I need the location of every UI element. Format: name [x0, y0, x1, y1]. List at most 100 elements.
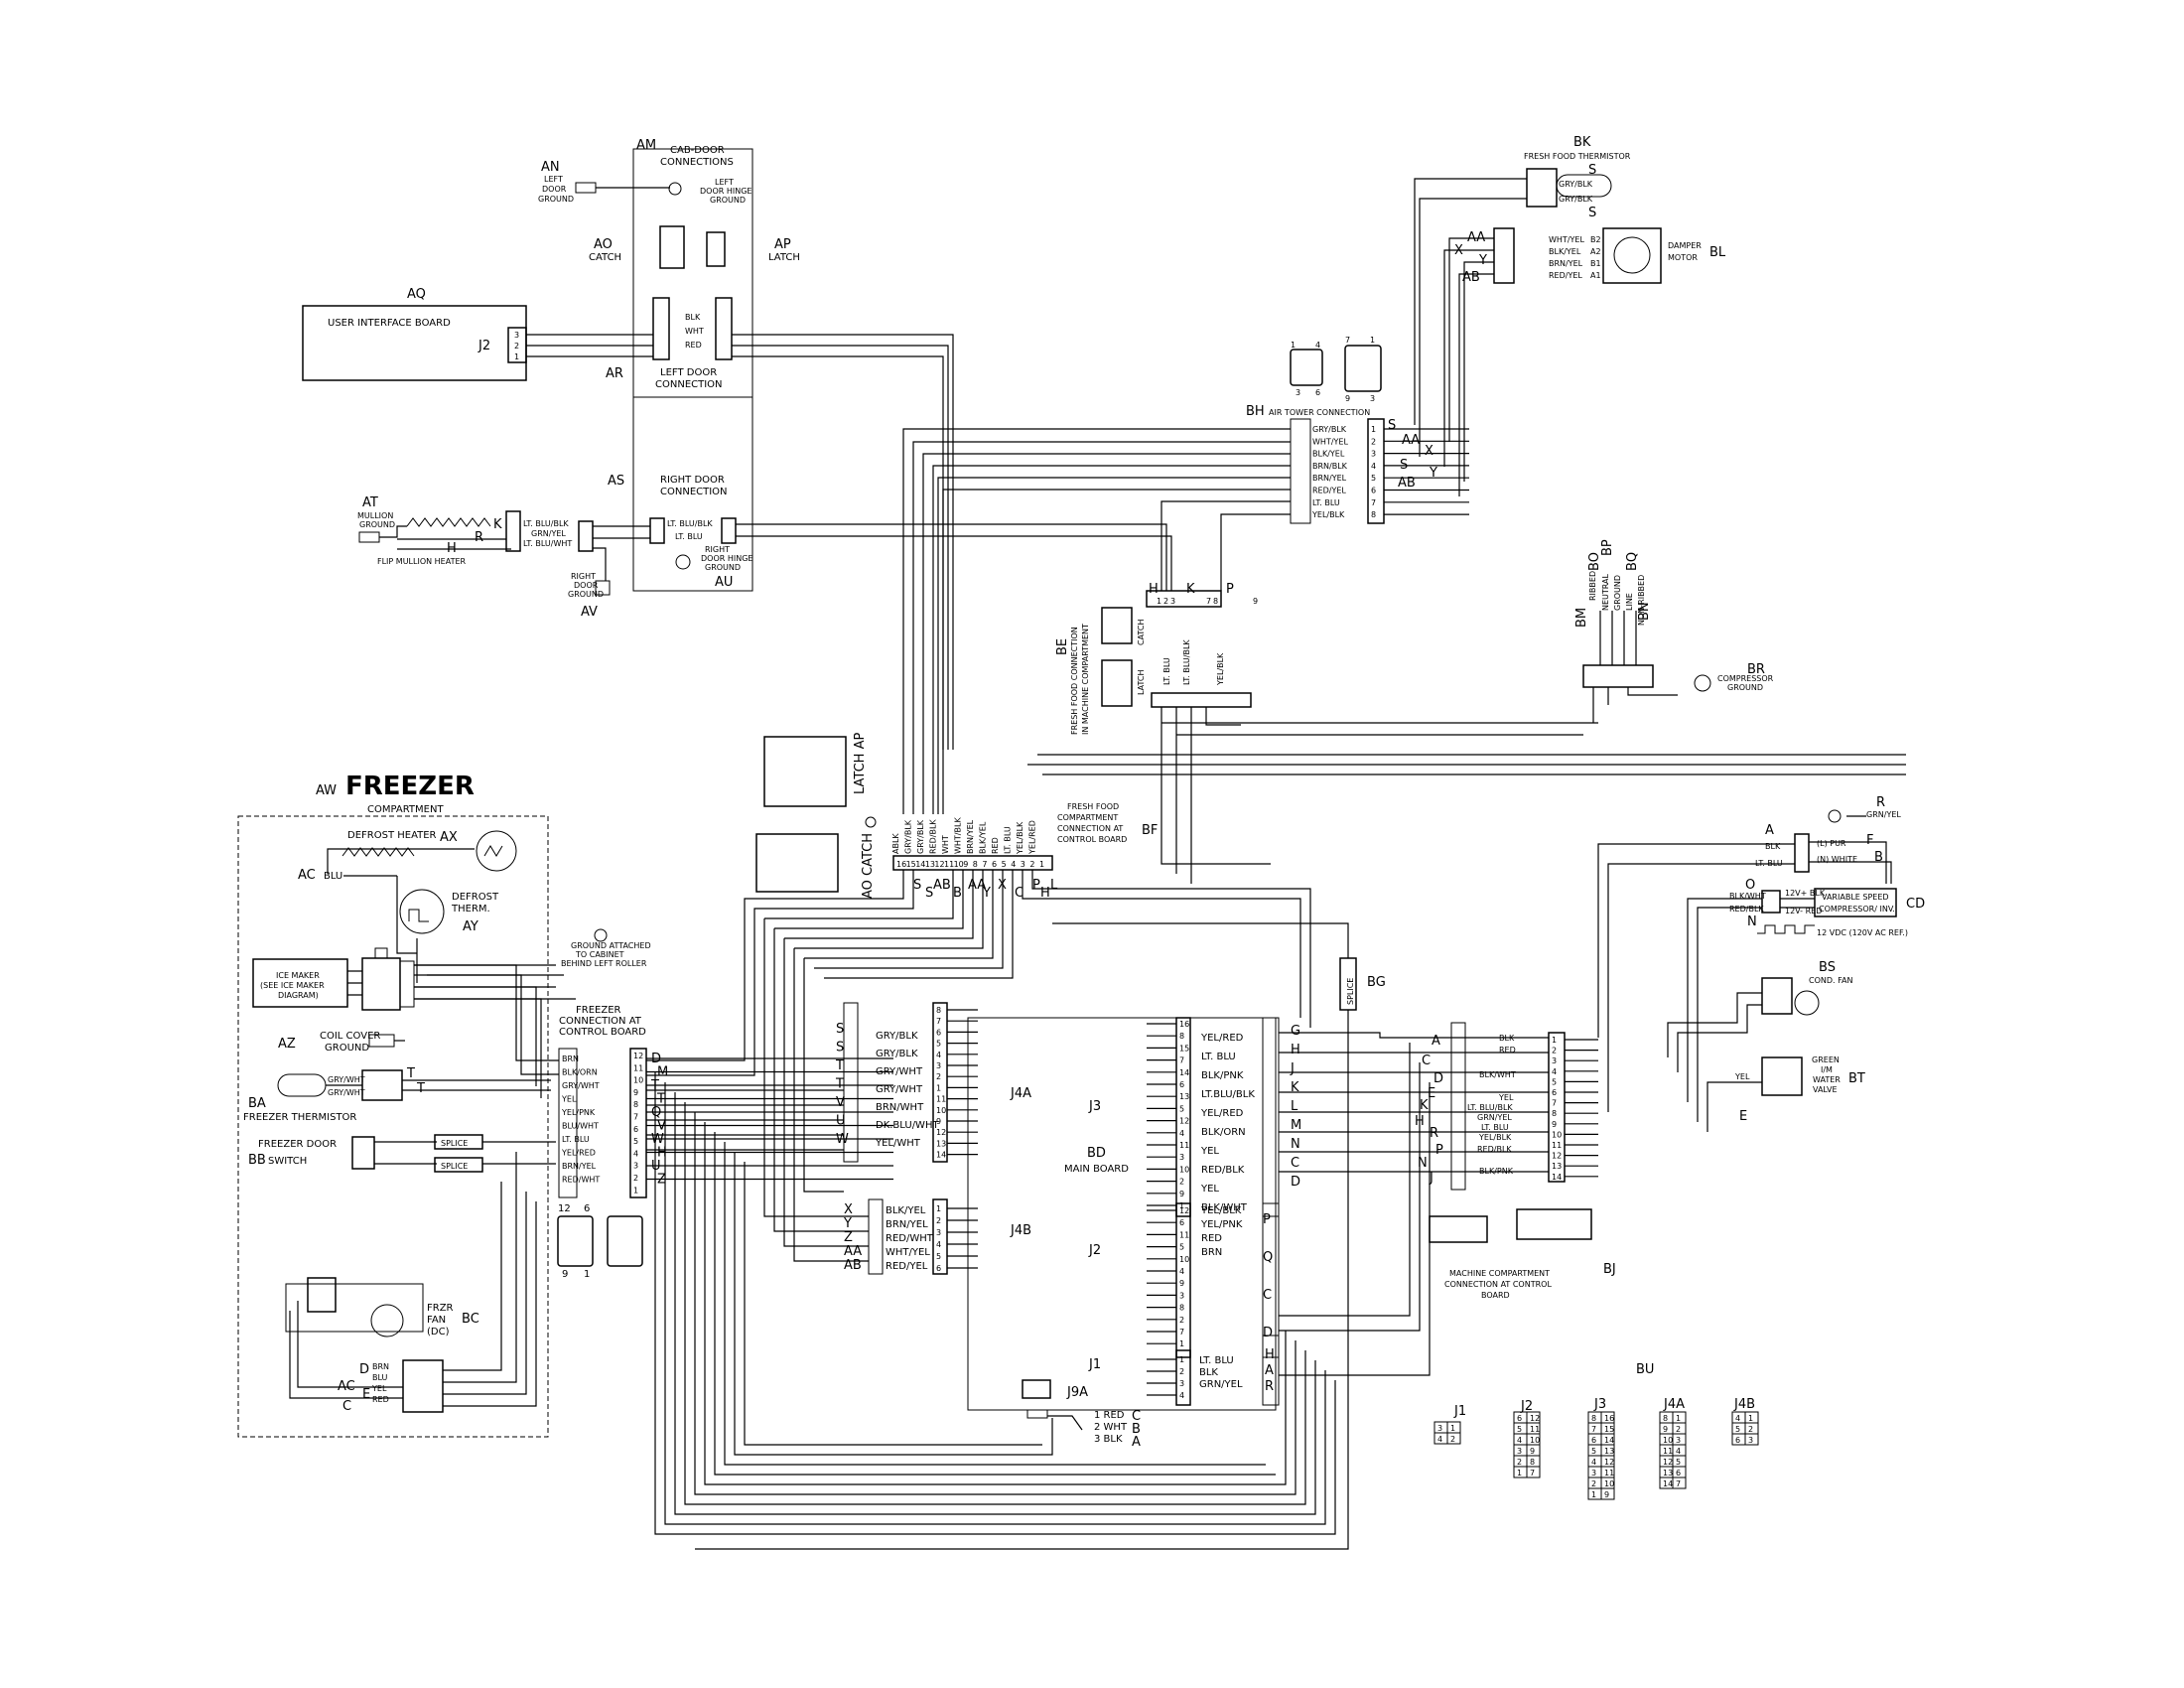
j4a-wire-4: BRN/WHT [876, 1102, 924, 1113]
ac-code: AC [298, 868, 316, 883]
mullion-r: R [475, 530, 483, 545]
bu-j4apins-9: 5 [1676, 1458, 1681, 1467]
j4a-wire-0: GRY/BLK [876, 1031, 918, 1042]
mc-plug-icon-2 [1516, 1208, 1592, 1240]
ff-wire-6: BRN/YEL [966, 819, 975, 854]
an-l3: GROUND [538, 195, 574, 204]
j2-pin-9: 2 [1179, 1316, 1184, 1325]
cd-o: O [1745, 878, 1755, 893]
j2-label: J2 [1088, 1243, 1101, 1258]
bh-pin-3: 4 [1371, 462, 1376, 471]
freezer-therm-label: FREEZER THERMISTOR [243, 1112, 356, 1123]
tr-b: B [1874, 850, 1883, 865]
j4a-code-1: S [836, 1041, 844, 1055]
mc-wire-6: LT. BLU [1481, 1123, 1509, 1132]
j4b-code-0: X [844, 1202, 853, 1217]
defrost-therm-code: AY [463, 919, 478, 934]
bh-p6: 6 [1315, 388, 1320, 397]
freezer-thermistor: GRY/WHT GRY/WHT T T BA FREEZER THERMISTO… [243, 1066, 551, 1123]
fc-code-6: W [651, 1132, 664, 1147]
bu-j3pins-6: 5 [1591, 1447, 1596, 1456]
j3-code-2: J [1290, 1061, 1295, 1076]
mc-code-8: N [1418, 1156, 1428, 1171]
j3-pin-10: 11 [1179, 1141, 1189, 1150]
bh-pin-2: 3 [1371, 450, 1376, 459]
mc-pin-5: 6 [1552, 1088, 1557, 1097]
cab-door-l1: CAB-DOOR [670, 145, 725, 156]
cd-v1: 12V+ BLK [1785, 889, 1826, 898]
ap-label: LATCH [768, 252, 800, 263]
j2-code-1: Q [1263, 1250, 1273, 1265]
j9a-label: J9A [1066, 1385, 1088, 1400]
bu-j4apins-cell [1672, 1477, 1687, 1489]
fc-wire-7: YEL/RED [561, 1149, 596, 1158]
be-h: H [1149, 582, 1159, 597]
bk-w2: GRY/BLK [1559, 195, 1593, 204]
j2-pin-11: 1 [1179, 1339, 1184, 1348]
coil-cover-label1: COIL COVER [320, 1031, 380, 1042]
defrost-therm-label1: DEFROST [452, 892, 499, 903]
right-door-l2: CONNECTION [660, 487, 728, 497]
ui-pin2: 2 [514, 342, 519, 351]
ff-pin-12: 4 [1011, 860, 1016, 869]
bh-p9: 9 [1345, 394, 1350, 403]
j2-wire-1: YEL/PNK [1200, 1219, 1243, 1230]
j3-code-1: H [1291, 1043, 1300, 1057]
bt-l3: WATER [1813, 1075, 1841, 1084]
av-l3: GROUND [568, 590, 604, 599]
fan-wire-yel: YEL [371, 1384, 387, 1393]
bu-j4bpins-3: 2 [1748, 1425, 1753, 1434]
tr-ground-icon [1828, 809, 1842, 823]
j9a-w2: 2 WHT [1094, 1422, 1128, 1433]
j3-pin-4: 14 [1179, 1068, 1189, 1077]
j3-pin-14: 9 [1179, 1190, 1184, 1198]
pwr-ground: GROUND [1613, 575, 1622, 611]
fds-label2: SWITCH [268, 1156, 307, 1167]
ld-w3: RED [685, 341, 702, 350]
bk-label: FRESH FOOD THERMISTOR [1524, 152, 1631, 161]
ff-code-5: Y [982, 886, 991, 901]
bh-wire-1: WHT/YEL [1312, 437, 1348, 446]
bu-j3pins-9: 12 [1604, 1458, 1614, 1467]
be-p9: 9 [1253, 597, 1258, 606]
ice-maker-label3: DIAGRAM) [278, 991, 319, 1000]
ld-w2: WHT [685, 327, 704, 336]
mc-l2: CONNECTION AT CONTROL [1444, 1280, 1552, 1289]
main-board-label: MAIN BOARD [1064, 1164, 1129, 1175]
fan-wire-blu: BLU [372, 1373, 388, 1382]
fc-wire-0: BRN [562, 1055, 579, 1063]
user-interface-board: AQ USER INTERFACE BOARD J2 3 2 1 [302, 287, 653, 381]
j3-pin-3: 7 [1179, 1056, 1184, 1065]
ld-w1: BLK [685, 313, 701, 322]
j4a-pin-9: 10 [936, 1106, 946, 1115]
bu-j4bpins-1: 1 [1748, 1414, 1753, 1423]
j3-pin-9: 4 [1179, 1129, 1184, 1138]
ui-board-code: AQ [407, 287, 426, 302]
ff-pin-7: 9 [963, 860, 968, 869]
mc-pin-6: 7 [1552, 1099, 1557, 1108]
bh-wire-2: BLK/YEL [1312, 450, 1345, 459]
fc-pin-11: 1 [633, 1186, 638, 1195]
be-catch-icon [1101, 607, 1133, 644]
be-l1: FRESH FOOD CONNECTION [1070, 627, 1079, 735]
j4b-pin-0: 1 [936, 1204, 941, 1213]
bu-j4bpins-4: 6 [1735, 1436, 1740, 1445]
mc-pin-3: 4 [1552, 1067, 1557, 1076]
j4b-wire-3: WHT/YEL [886, 1247, 930, 1258]
bu-j1pins-3: 2 [1450, 1435, 1455, 1444]
pwr-bm: BM [1574, 608, 1589, 628]
ice-maker-label2: (SEE ICE MAKER [260, 981, 325, 990]
bu-j4apins-8: 12 [1663, 1458, 1673, 1467]
bs-code: BS [1819, 960, 1836, 975]
j1-wire-0: LT. BLU [1199, 1355, 1234, 1366]
coil-cover-label2: GROUND [325, 1043, 369, 1054]
j4b-pin-2: 3 [936, 1228, 941, 1237]
bu-j3pins-10: 3 [1591, 1469, 1596, 1477]
j3-pin-12: 10 [1179, 1165, 1189, 1174]
mc-pin-1: 2 [1552, 1047, 1557, 1055]
dm-p1: B2 [1590, 235, 1601, 244]
pwr-bo: BO [1587, 552, 1602, 571]
fc-code-4: Q [651, 1105, 661, 1120]
mc-code-3: E [1428, 1086, 1435, 1101]
cd-bw: BLK/WHT [1729, 892, 1766, 901]
